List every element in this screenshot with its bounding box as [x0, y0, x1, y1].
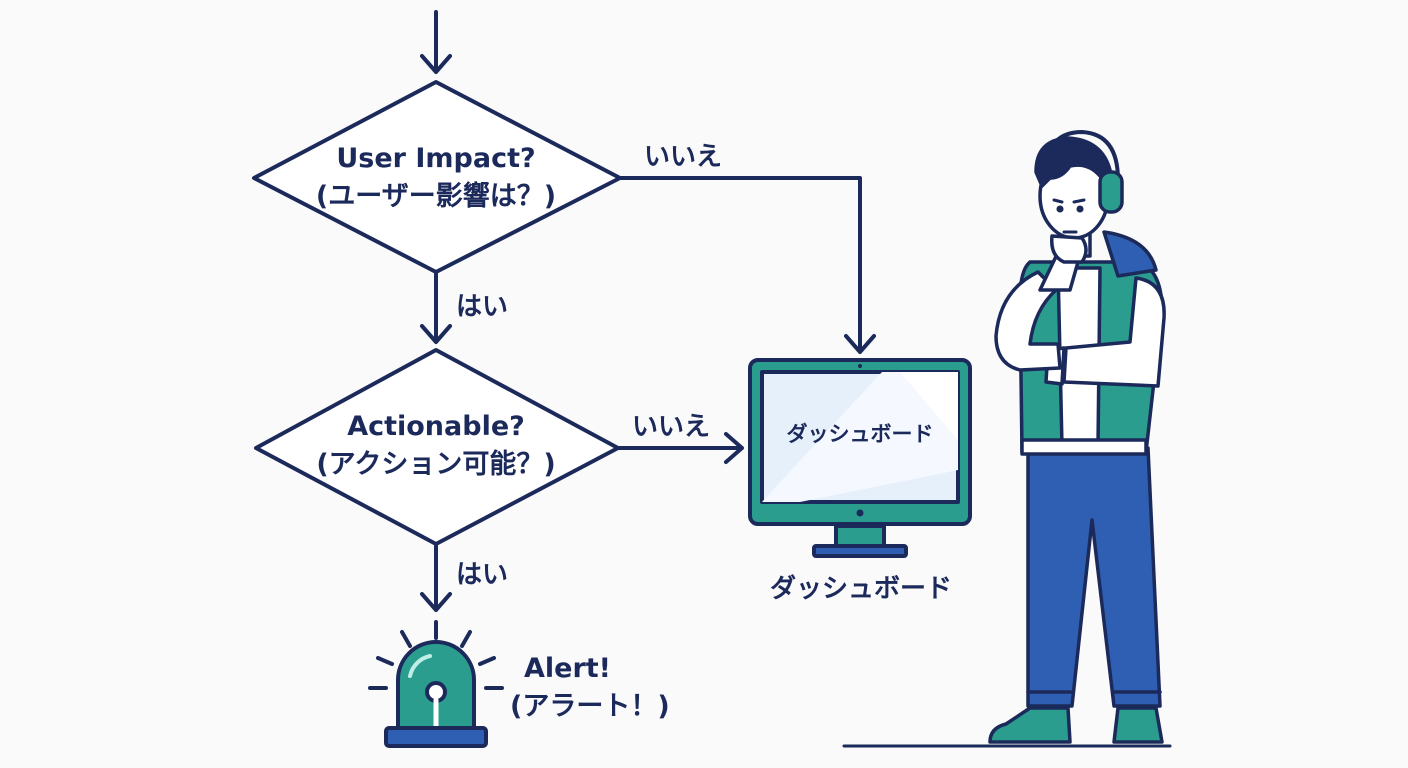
alert-en: Alert! [524, 653, 611, 684]
dashboard-caption: ダッシュボード [769, 574, 952, 604]
monitor-icon [748, 358, 972, 558]
decision-1-ja: (ユーザー影響は？) [315, 181, 557, 212]
decision-2-en: Actionable? [347, 411, 525, 442]
incoming-arrowhead [420, 54, 452, 74]
yes-label-2: はい [456, 560, 509, 590]
no-label-2: いいえ [632, 412, 711, 442]
person-with-headphones [988, 130, 1166, 744]
alert-ja: (アラート！) [510, 691, 670, 722]
no-label-1: いいえ [644, 142, 723, 172]
no-arrowhead-2 [724, 432, 744, 464]
decision-2-ja: (アクション可能？) [316, 449, 556, 480]
yes-arrowhead-1 [420, 324, 452, 344]
decision-2-text: Actionable? (アクション可能？) [300, 408, 572, 484]
decision-1-text: User Impact? (ユーザー影響は？) [300, 140, 572, 216]
decision-1-en: User Impact? [336, 143, 536, 174]
yes-arrowhead-2 [420, 592, 452, 612]
dashboard-screen-text: ダッシュボード [786, 422, 934, 446]
alert-text: Alert! (アラート！) [510, 650, 670, 726]
yes-label-1: はい [456, 292, 509, 322]
alert-beacon-icon [368, 620, 504, 748]
no-arrowhead-1 [844, 334, 876, 354]
no-path-1 [618, 176, 862, 352]
